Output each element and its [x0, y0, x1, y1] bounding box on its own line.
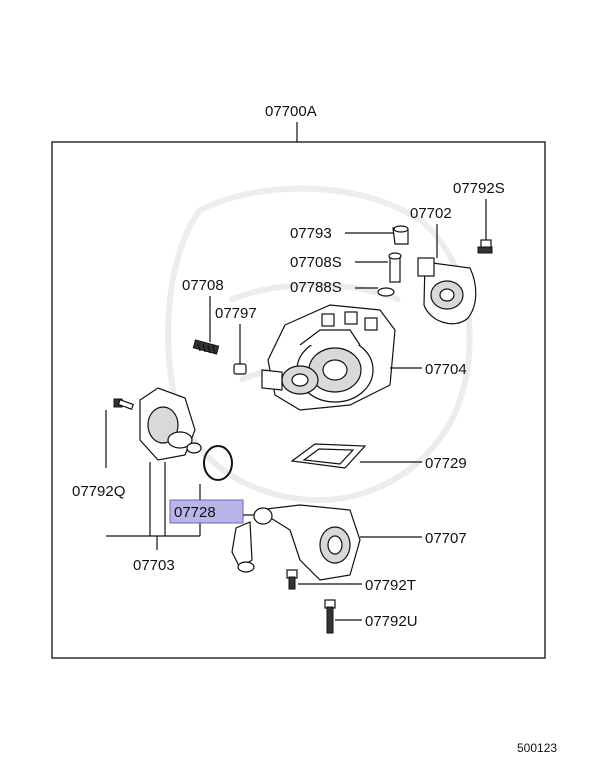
- throttle-body-07704: [261, 304, 396, 411]
- gasket-07729: [290, 443, 367, 469]
- part-label-07797[interactable]: 07797: [215, 305, 257, 322]
- part-label-07792Q[interactable]: 07792Q: [72, 483, 125, 500]
- highlight-07728: [169, 499, 244, 524]
- assembly-frame: [51, 141, 546, 659]
- screw-07708: [192, 339, 220, 355]
- housing-07707: [231, 504, 361, 581]
- part-label-07728[interactable]: 07728: [174, 504, 216, 521]
- part-label-07708[interactable]: 07708: [182, 277, 224, 294]
- o-ring-07728: [203, 445, 233, 481]
- assembly-label[interactable]: 07700A: [265, 103, 317, 120]
- cap-07793: [392, 225, 409, 245]
- o-ring-07788S: [377, 287, 395, 297]
- screw-07708S: [388, 252, 402, 283]
- idle-air-control-valve-07703: [139, 387, 202, 461]
- screw-07792Q: [113, 398, 135, 410]
- screw-07792T: [286, 569, 298, 590]
- throttle-position-sensor-07702: [417, 257, 477, 325]
- part-label-07788S[interactable]: 07788S: [290, 279, 342, 296]
- screw-07792S: [477, 239, 493, 254]
- part-label-07792S[interactable]: 07792S: [453, 180, 505, 197]
- screw-07792U: [324, 599, 336, 634]
- part-label-07793[interactable]: 07793: [290, 225, 332, 242]
- part-label-07702[interactable]: 07702: [410, 205, 452, 222]
- part-label-07792T[interactable]: 07792T: [365, 577, 416, 594]
- nut-07797: [233, 363, 247, 375]
- part-label-07707[interactable]: 07707: [425, 530, 467, 547]
- part-label-07704[interactable]: 07704: [425, 361, 467, 378]
- part-label-07792U[interactable]: 07792U: [365, 613, 418, 630]
- reference-code: 500123: [517, 741, 557, 755]
- part-label-07708S[interactable]: 07708S: [290, 254, 342, 271]
- part-label-07703[interactable]: 07703: [133, 557, 175, 574]
- part-label-07729[interactable]: 07729: [425, 455, 467, 472]
